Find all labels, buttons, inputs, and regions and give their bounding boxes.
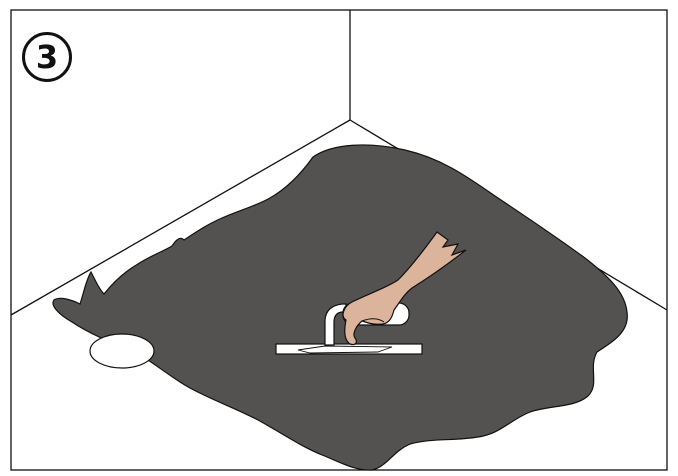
trowel-screed-residue xyxy=(297,345,393,354)
step-number-badge: 3 xyxy=(22,32,72,82)
hand-icon xyxy=(342,231,467,346)
hand-finger-line xyxy=(361,318,385,323)
floor-left-edge-line xyxy=(10,119,351,316)
drain-marker xyxy=(89,333,155,369)
step-number-label: 3 xyxy=(35,38,59,76)
